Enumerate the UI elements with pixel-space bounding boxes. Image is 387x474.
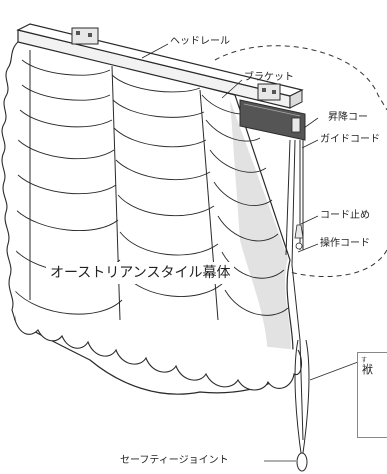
cords: [285, 139, 304, 441]
safety-joint-label: セーフティージョイント: [120, 455, 229, 466]
cord-stopper-knob: [295, 242, 303, 250]
curtain-shadow: [230, 100, 291, 372]
cord-stopper-label: コード止め: [320, 210, 370, 221]
detail-callout-dashed-outline: [214, 45, 387, 277]
callout-main-text: 袱: [362, 363, 373, 376]
cropped-callout-box: す 袱: [357, 352, 387, 438]
bracket-right: [257, 83, 281, 101]
guide-cord-label: ガイドコード: [320, 134, 380, 145]
lift-mechanism: [239, 99, 306, 141]
bracket-label: ブラケット: [244, 72, 294, 83]
head-rail-label: ヘッドレール: [170, 36, 230, 47]
lift-cord-label: 昇降コー: [328, 112, 368, 123]
bottom-ruffle: [14, 319, 303, 391]
operation-cord-label: 操作コード: [320, 238, 370, 249]
curtain-body-label: オーストリアンスタイル幕体: [46, 262, 235, 284]
bracket-left: [71, 27, 99, 45]
left-ruffle: [1, 39, 21, 321]
leader-lines: [141, 43, 359, 462]
callout-small-text: す: [361, 357, 368, 364]
cord-stopper-shape: [294, 224, 304, 239]
safety-joint: [294, 339, 310, 472]
